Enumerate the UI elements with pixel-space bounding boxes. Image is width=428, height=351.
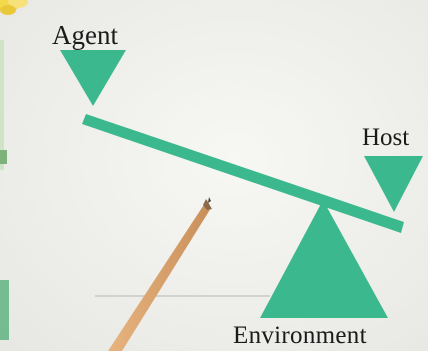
pencil — [108, 197, 212, 351]
agent-triangle — [60, 50, 126, 106]
environment-label: Environment — [233, 322, 367, 349]
plant-decoration — [0, 40, 9, 340]
host-label: Host — [362, 124, 410, 151]
flower-decoration — [0, 0, 28, 15]
seesaw-beam — [82, 114, 404, 233]
agent-label: Agent — [52, 20, 118, 50]
host-triangle — [364, 156, 423, 212]
environment-triangle — [260, 200, 388, 318]
